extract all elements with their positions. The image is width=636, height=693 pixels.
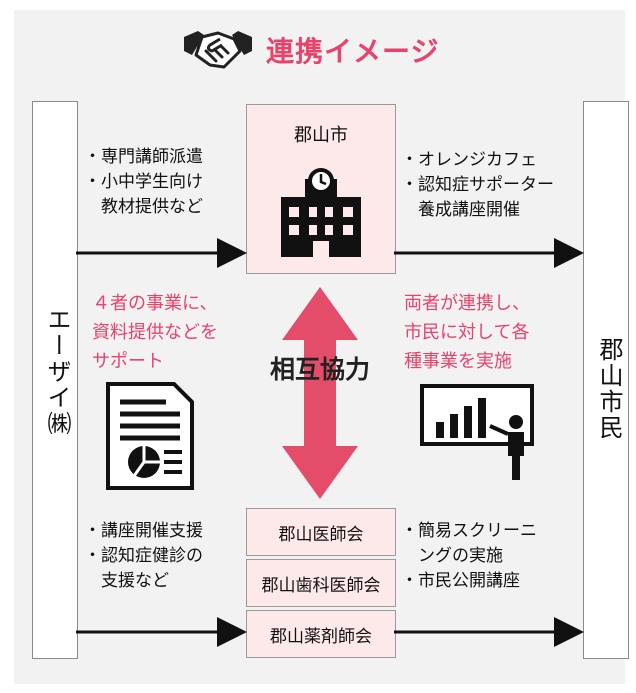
list-item: ・専門講師派遣 (84, 147, 203, 167)
city-name: 郡山市 (294, 125, 348, 146)
list-item: ・簡易スクリーニ (401, 521, 537, 541)
right-entity-box: 郡山市民 (583, 101, 629, 659)
left-support-text: ４者の事業に、 資料提供などを サポート (92, 293, 218, 372)
list-item: 教材提供など (84, 197, 203, 217)
handshake-icon (184, 31, 252, 69)
association-box-2: 郡山歯科医師会 (246, 559, 396, 607)
mutual-arrow (282, 287, 358, 499)
presentation-icon (420, 384, 534, 480)
city-box: 郡山市 (246, 104, 396, 274)
list-item: ・認知症健診の (84, 546, 203, 566)
title-group: 連携イメージ (180, 22, 439, 78)
right-entity-label: 郡山市民 (595, 337, 623, 441)
list-item: ・小中学生向け (84, 172, 203, 192)
list-item: 支援など (84, 571, 169, 591)
bottom-right-list: ・簡易スクリーニ ングの実施 ・市民公開講座 (401, 519, 537, 594)
top-right-list: ・オレンジカフェ ・認知症サポーター 養成講座開催 (401, 148, 554, 223)
top-left-list: ・専門講師派遣 ・小中学生向け 教材提供など (84, 145, 203, 220)
document-chart-icon (106, 382, 194, 490)
list-item: 養成講座開催 (401, 200, 520, 220)
right-support-text: 両者が連携し、 市民に対して各 種事業を実施 (404, 293, 530, 372)
list-item: ・講座開催支援 (84, 521, 203, 541)
association-box-3: 郡山薬剤師会 (246, 610, 396, 658)
list-item: ・オレンジカフェ (401, 150, 537, 170)
city-hall-icon (281, 168, 361, 257)
list-item: ・認知症サポーター (401, 175, 554, 195)
left-entity-label: エーザイ㈱ (43, 307, 71, 437)
mutual-cooperation-label: 相互協力 (269, 355, 370, 384)
list-item: ングの実施 (401, 546, 503, 566)
page-title: 連携イメージ (266, 35, 440, 68)
association-box-1: 郡山医師会 (246, 508, 396, 556)
list-item: ・市民公開講座 (401, 571, 520, 591)
bottom-left-list: ・講座開催支援 ・認知症健診の 支援など (84, 519, 203, 594)
left-entity-box: エーザイ㈱ (32, 101, 78, 659)
